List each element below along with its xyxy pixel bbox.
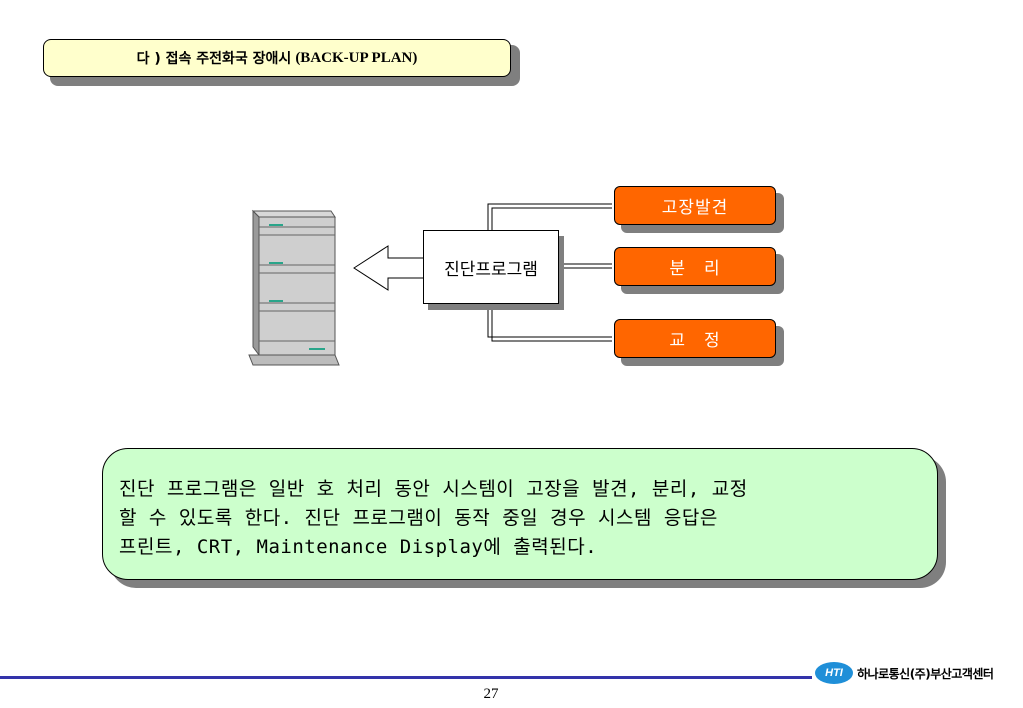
description-line: 할 수 있도록 한다. 진단 프로그램이 동작 중일 경우 시스템 응답은: [119, 507, 718, 529]
diagnostic-program-box: 진단프로그램: [423, 230, 559, 304]
connector-top-inner: [491, 207, 612, 230]
connector-top: [487, 203, 612, 230]
footer-divider: [0, 676, 812, 679]
action-isolation: 분 리: [614, 247, 776, 286]
page-number: 27: [483, 686, 499, 702]
action-fault-detection: 고장발견: [614, 186, 776, 225]
section-header: 다 ) 접속 주전화국 장애시 (BACK-UP PLAN): [43, 39, 511, 77]
description-line: 진단 프로그램은 일반 호 처리 동안 시스템이 고장을 발견, 분리, 교정: [119, 478, 748, 500]
description-box: 진단 프로그램은 일반 호 처리 동안 시스템이 고장을 발견, 분리, 교정 …: [102, 448, 938, 580]
company-name: 하나로통신(주)부산고객센터: [857, 666, 994, 681]
section-title-english: (BACK-UP PLAN): [295, 49, 418, 66]
section-title-korean: 다 ) 접속 주전화국 장애시: [136, 51, 292, 67]
action-correction: 교 정: [614, 319, 776, 358]
server-rack-icon: [248, 209, 340, 366]
arrow-left-icon: [353, 245, 425, 291]
hti-logo-icon: HTI: [815, 662, 853, 684]
company-logo: HTI 하나로통신(주)부산고객센터: [815, 660, 994, 686]
connector-bottom: [487, 310, 612, 338]
connector-bottom-inner: [491, 310, 612, 342]
description-line: 프린트, CRT, Maintenance Display에 출력된다.: [119, 536, 598, 558]
